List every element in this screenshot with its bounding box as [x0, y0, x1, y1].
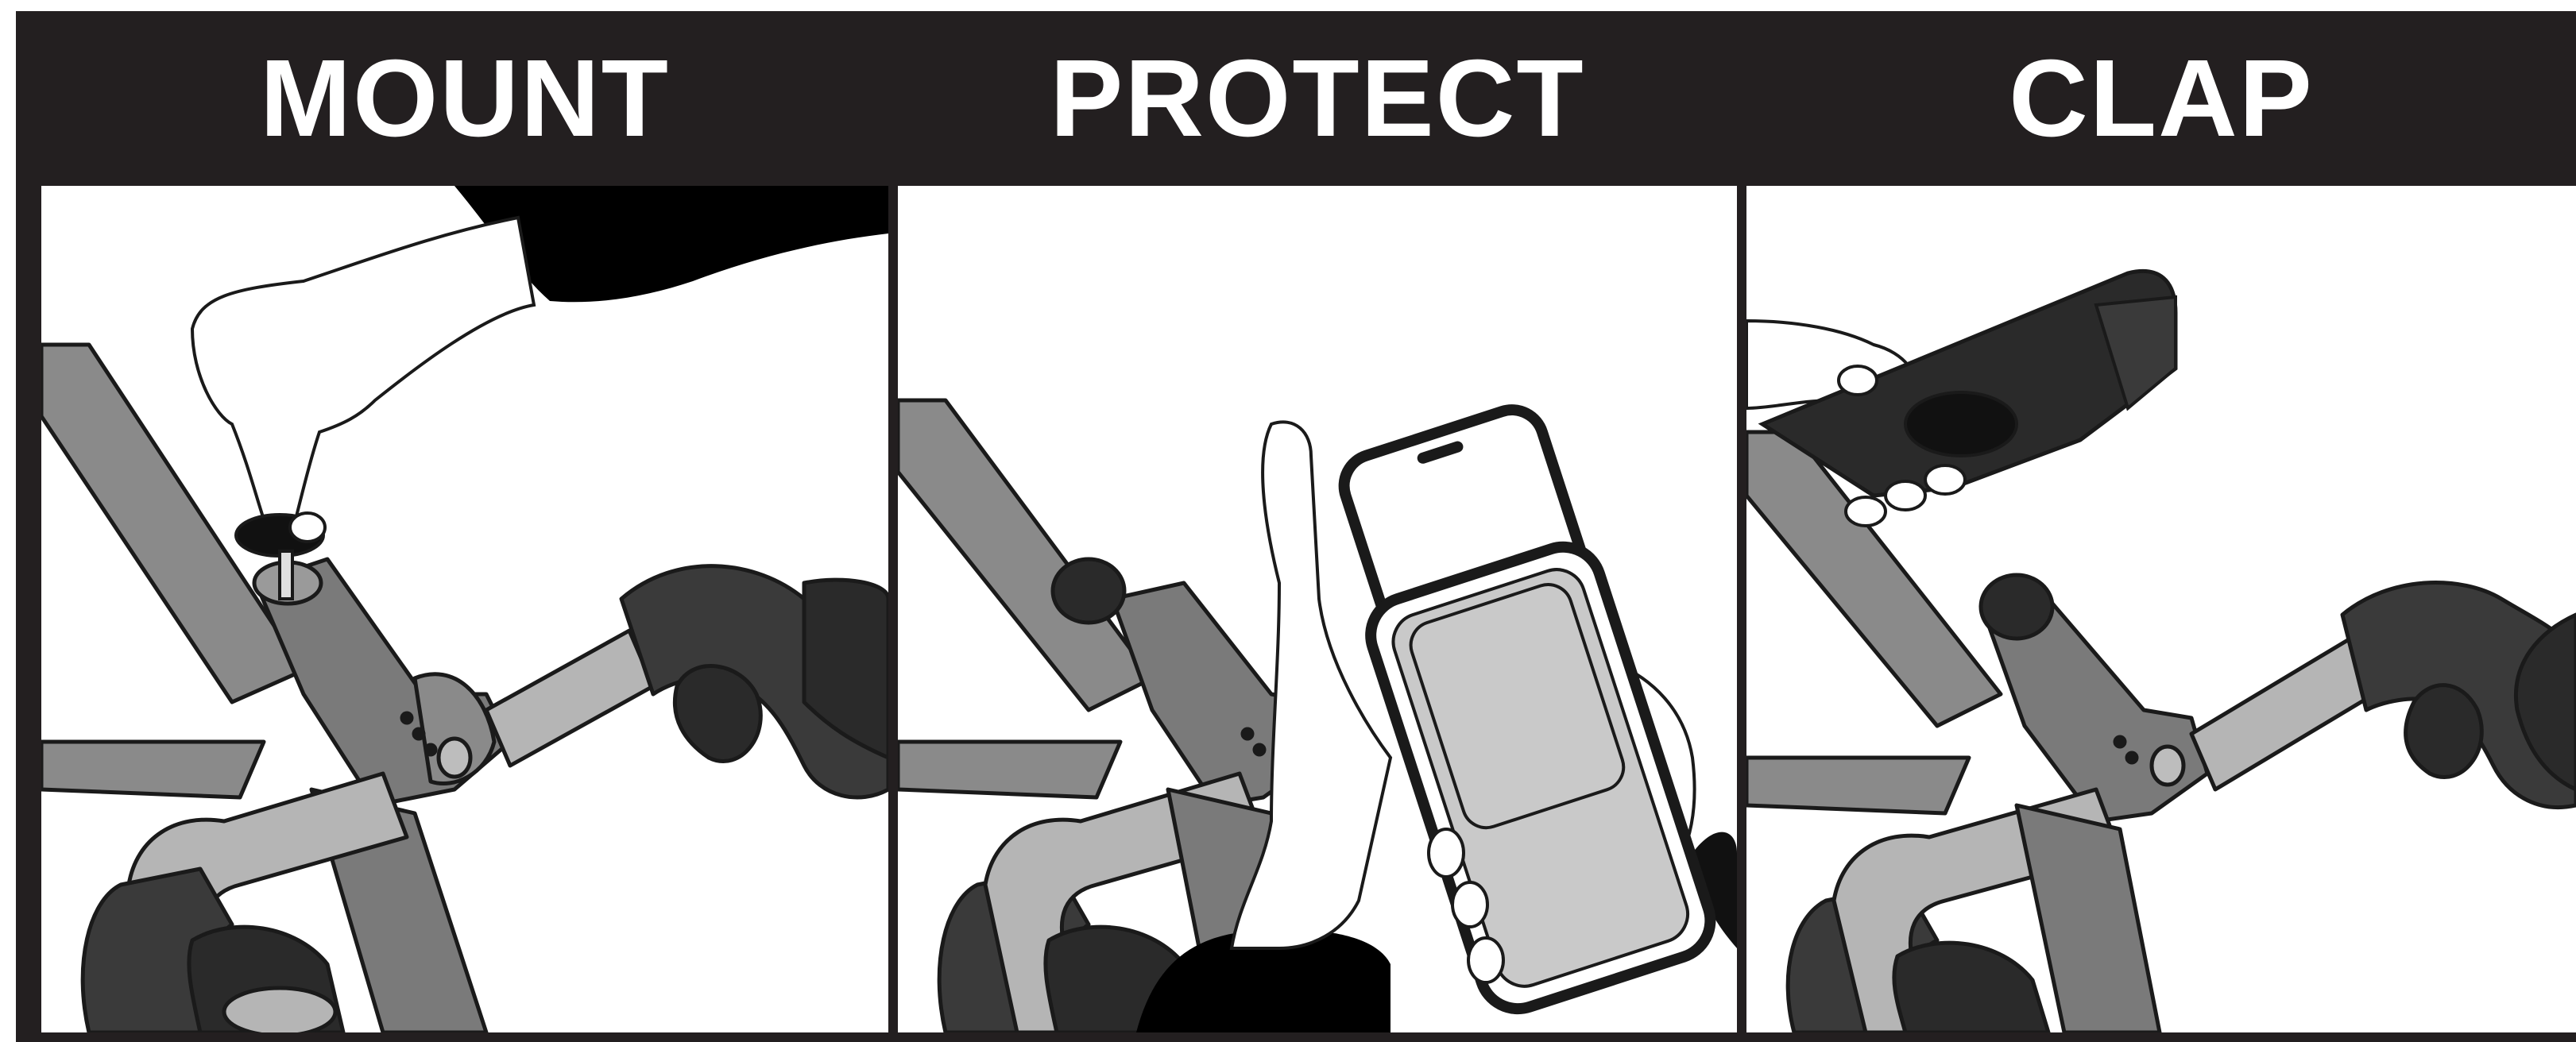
panel-title-clap: CLAP — [1746, 11, 2576, 186]
panel-title-mount: MOUNT — [41, 11, 888, 186]
panel-mount — [41, 186, 888, 1032]
mount-bolt — [280, 551, 292, 599]
handlebar-right — [486, 631, 653, 766]
panel-protect — [898, 186, 1737, 1032]
bar-clamp-left — [224, 988, 335, 1032]
panel-clap — [1746, 186, 2576, 1032]
mount-adapter — [1905, 392, 2017, 456]
mount-illustration — [41, 186, 888, 1032]
phone-case — [1361, 537, 1720, 1018]
hand — [192, 218, 534, 519]
hood-right — [675, 666, 760, 762]
clap-illustration — [1746, 186, 2576, 1032]
panel-title-protect: PROTECT — [898, 11, 1737, 186]
steerer-cap — [1053, 559, 1124, 623]
triptych-frame: MOUNT PROTECT CLAP — [16, 11, 2576, 1042]
down-tube — [41, 742, 264, 797]
protect-illustration — [898, 186, 1737, 1032]
steerer-cap — [1981, 575, 2052, 639]
